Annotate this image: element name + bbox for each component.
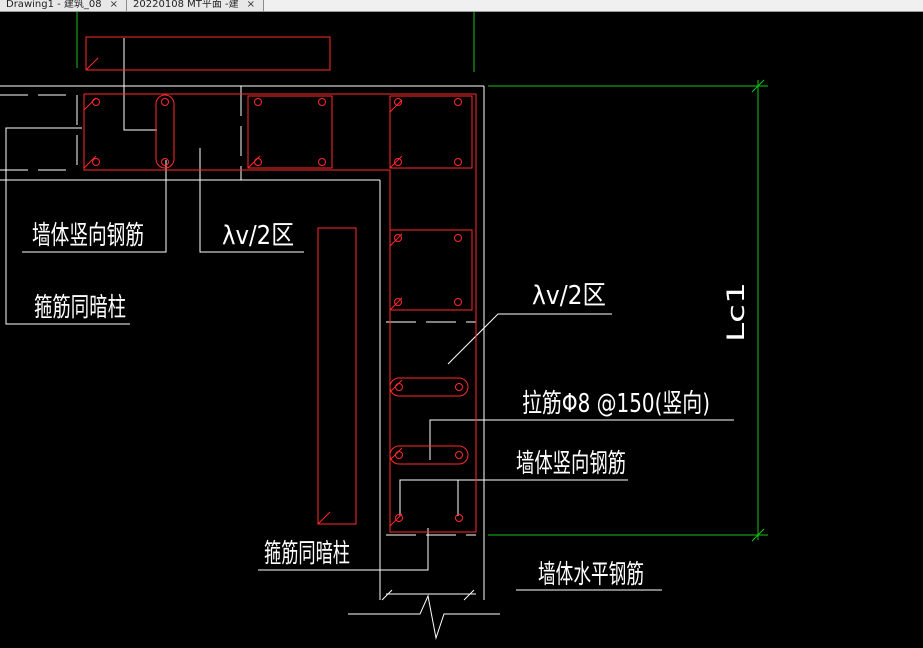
axis-lines bbox=[76, 12, 768, 542]
tab-drawing-1[interactable]: Drawing1 - 建筑_08 × bbox=[0, 0, 128, 11]
document-tab-bar: Drawing1 - 建筑_08 × 20220108 MT平面 -建 × bbox=[0, 0, 923, 12]
close-icon[interactable]: × bbox=[246, 0, 256, 10]
close-icon[interactable]: × bbox=[109, 0, 119, 10]
rebar-layout bbox=[83, 36, 477, 533]
label-stirrup-same-as-column-bottom: 箍筋同暗柱 bbox=[264, 539, 350, 569]
label-lambda-zone-right: λv/2区 bbox=[532, 281, 606, 311]
tab-label: Drawing1 - 建筑_08 bbox=[6, 0, 102, 10]
cad-drawing-canvas[interactable]: 墙体竖向钢筋 λv/2区 箍筋同暗柱 λv/2区 拉筋Φ8 @150(竖向) 墙… bbox=[0, 12, 923, 648]
label-dimension-lc1: Lc1 bbox=[722, 282, 750, 342]
tab-label: 20220108 MT平面 -建 bbox=[133, 0, 239, 10]
label-wall-vertical-rebar-right: 墙体竖向钢筋 bbox=[516, 449, 626, 479]
label-wall-vertical-rebar-top: 墙体竖向钢筋 bbox=[32, 221, 144, 251]
wall-outline bbox=[0, 38, 734, 640]
label-lambda-zone-top: λv/2区 bbox=[222, 221, 294, 251]
label-stirrup-same-as-column-top: 箍筋同暗柱 bbox=[34, 293, 126, 323]
rebar-dots bbox=[92, 98, 463, 522]
tab-drawing-2[interactable]: 20220108 MT平面 -建 × bbox=[127, 0, 265, 11]
label-tie-bar-spec: 拉筋Φ8 @150(竖向) bbox=[522, 389, 710, 419]
label-wall-horizontal-rebar: 墙体水平钢筋 bbox=[538, 560, 644, 590]
